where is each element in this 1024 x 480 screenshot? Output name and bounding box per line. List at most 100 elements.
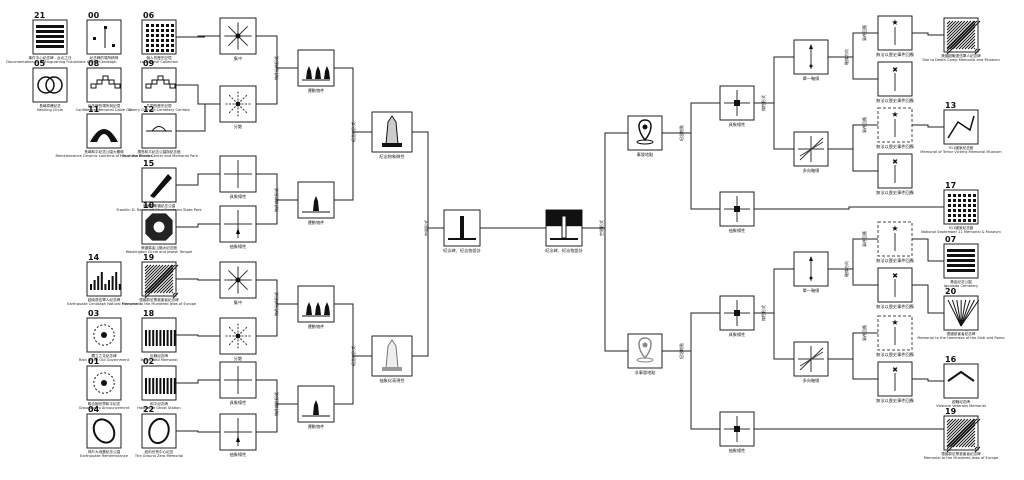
event-node-5-label: 無法以歷史事件回應 xyxy=(876,303,914,310)
thumbnail-mark xyxy=(145,330,147,346)
direction-node-1: 多向軸線 xyxy=(793,131,829,174)
thumbnail-mark xyxy=(952,26,976,50)
direction-node-3-label: 多向軸線 xyxy=(803,377,821,384)
thumbnail-mark xyxy=(115,272,118,290)
thumbnail-mark xyxy=(162,282,174,294)
case-caption-en: Vietnam Veterans Memorial xyxy=(936,404,986,408)
feature-node-2-label: 具象線性 xyxy=(230,193,247,200)
case-caption-en: Earthquake Remembrance xyxy=(80,454,129,458)
thumbnail-mark xyxy=(161,49,164,52)
center-axis-label-left: 空間形式 xyxy=(423,220,429,236)
glyph-mark: ★ xyxy=(891,224,898,233)
thumbnail-mark xyxy=(146,44,149,47)
glyph-line xyxy=(227,103,239,115)
thumbnail-mark xyxy=(166,34,169,37)
glyph-mark xyxy=(638,119,652,142)
case-number: 17 xyxy=(945,181,956,190)
thumbnail-mark xyxy=(946,20,966,40)
line-link-3 xyxy=(662,350,720,430)
direction-link-2 xyxy=(754,268,794,314)
thumbnail-mark xyxy=(153,221,165,233)
thumbnail-mark xyxy=(970,44,976,50)
glyph-mark xyxy=(236,228,240,234)
thumbnail-mark xyxy=(973,199,976,202)
site-link-0 xyxy=(582,132,628,229)
event-link-7 xyxy=(828,358,878,380)
thumbnail-mark xyxy=(171,49,174,52)
thumbnail-mark xyxy=(118,284,121,290)
direction-node-3: 多向軸線 xyxy=(793,341,829,384)
feature-node-6: 具象線性 xyxy=(219,361,257,406)
case-number: 18 xyxy=(143,309,155,318)
line-link-1 xyxy=(662,132,720,210)
case-caption-zh: 聯合國世界和平紀念 xyxy=(88,401,121,406)
thumbnail-mark xyxy=(973,214,976,217)
event-link-4 xyxy=(828,238,878,270)
thumbnail-mark xyxy=(963,214,966,217)
thumbnail-mark xyxy=(151,49,154,52)
glyph-mark: ★ xyxy=(891,110,898,119)
direction-node-1-label: 多向軸線 xyxy=(803,167,821,174)
case-caption-en: Site to Death Camp Memorial and Museum xyxy=(922,58,1000,62)
case-caption-en: Earthquake Cenotaph Natural Monument xyxy=(67,302,141,306)
direction-node-0-label: 單一軸線 xyxy=(803,75,821,82)
thumbnail-mark xyxy=(173,378,176,394)
group-node-1-label: 運動物件 xyxy=(308,219,325,226)
case-caption-en: Nanking Circle xyxy=(37,108,64,112)
thumbnail-mark xyxy=(108,280,110,290)
glyph-mark: ★ xyxy=(891,18,898,27)
site-link-1 xyxy=(582,227,628,352)
thumbnail-mark xyxy=(963,194,966,197)
site-node-1-label: 非事發地點 xyxy=(635,369,657,376)
thumbnail-mark xyxy=(171,291,174,294)
thumbnail-mark xyxy=(144,264,173,293)
glyph-dot xyxy=(235,277,241,283)
thumbnail-mark xyxy=(956,299,962,327)
glyph-mark xyxy=(809,44,813,49)
thumbnail-mark xyxy=(161,34,164,37)
case-caption-zh: 紐約世貿中心紀念 xyxy=(145,449,174,454)
event-node-0-label: 無法以歷史事件回應 xyxy=(876,51,914,58)
event-node-2: ★無法以歷史事件回應 xyxy=(876,107,914,150)
thumbnail-mark xyxy=(159,378,162,394)
thumbnail-mark xyxy=(45,76,63,94)
glyph-mark: ✖ xyxy=(892,66,898,74)
thumbnail-mark xyxy=(157,75,164,81)
case-caption-en: Holocaust Ghost Station xyxy=(137,406,180,410)
line-node-2: 具象線性 xyxy=(719,295,755,338)
thumbnail-mark xyxy=(150,270,174,294)
thumbnail-mark xyxy=(102,75,109,81)
case-link-4 xyxy=(176,278,220,281)
main-link-1 xyxy=(412,227,444,357)
case-number: 12 xyxy=(143,105,154,114)
thumbnail-mark xyxy=(970,442,976,448)
feature-node-5-label: 分散 xyxy=(234,355,243,362)
case-number: 16 xyxy=(945,355,957,364)
thumbnail-mark xyxy=(946,20,963,37)
thumbnail-mark xyxy=(958,209,961,212)
thumbnail-mark xyxy=(946,418,966,438)
thumbnail-mark xyxy=(973,204,976,207)
direction-link-3 xyxy=(754,312,794,360)
thumbnail-mark xyxy=(161,44,164,47)
thumbnail-mark xyxy=(947,299,962,327)
feature-node-5: 分散 xyxy=(219,317,257,362)
group-node-1: 運動物件 xyxy=(297,181,335,226)
site-node-1-box xyxy=(627,333,663,369)
thumbnail-mark xyxy=(946,20,981,55)
event-axis-label-4: 事件回應 xyxy=(861,231,867,247)
thumbnail-mark xyxy=(173,330,176,346)
group-node-2: 運動物件 xyxy=(297,285,335,330)
thumbnail-mark xyxy=(152,330,155,346)
thumbnail-mark xyxy=(111,276,114,290)
thumbnail-mark xyxy=(968,219,971,222)
thumbnail-mark xyxy=(101,332,107,338)
event-node-7-label: 無法以歷史事件回應 xyxy=(876,397,914,404)
feature-node-0-label: 集中 xyxy=(234,55,242,62)
group-node-0: 運動物件 xyxy=(297,49,335,94)
case-caption-zh: 紀念碑的場所與記憶 xyxy=(88,103,121,108)
